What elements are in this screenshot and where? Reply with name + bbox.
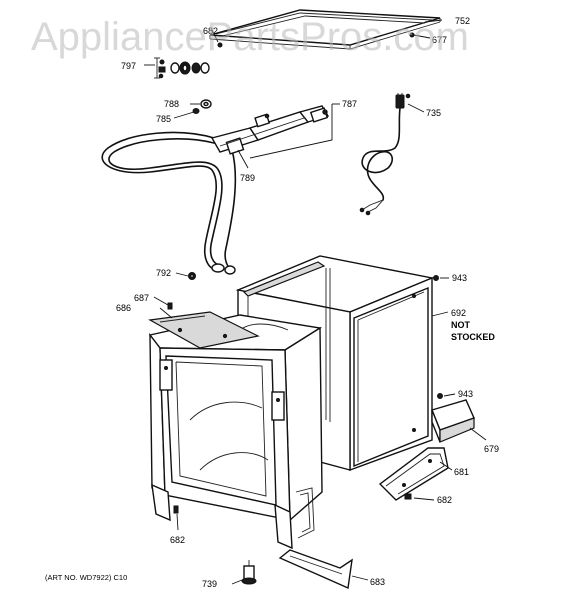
callout-943-bottom: 943 <box>458 389 473 399</box>
callout-692: 692 <box>451 308 466 318</box>
callout-797: 797 <box>121 61 136 71</box>
not-stocked-line-1: NOT <box>451 320 471 330</box>
fill-hose-manifold <box>101 105 330 275</box>
callout-682-left: 682 <box>170 535 185 545</box>
watermark: AppliancePartsPros.com <box>31 15 469 59</box>
callout-752: 752 <box>455 16 470 26</box>
nut-792 <box>188 272 196 280</box>
callout-792: 792 <box>156 268 171 278</box>
clip-943-bottom <box>437 393 443 399</box>
callout-677: 677 <box>432 35 447 45</box>
callout-735: 735 <box>426 108 441 118</box>
tub-and-frame <box>148 255 435 550</box>
callout-labels: 682 752 677 797 787 788 785 735 789 792 … <box>116 16 499 589</box>
screw-687 <box>167 302 173 310</box>
top-panel <box>209 9 441 50</box>
not-stocked-line-2: STOCKED <box>451 332 495 342</box>
bracket-679 <box>431 399 475 443</box>
callout-679: 679 <box>484 444 499 454</box>
rail-681 <box>378 447 449 501</box>
clip-943-top <box>433 275 439 281</box>
callout-682-right: 682 <box>437 495 452 505</box>
callout-943-top: 943 <box>452 273 467 283</box>
callout-686: 686 <box>116 303 131 313</box>
power-cord <box>359 93 411 216</box>
fitting-assembly <box>154 57 210 79</box>
toe-plate-683 <box>278 549 353 590</box>
leveling-leg-739 <box>241 560 257 585</box>
callout-785: 785 <box>156 114 171 124</box>
callout-787: 787 <box>342 99 357 109</box>
leader-lines <box>144 19 487 585</box>
fitting-788 <box>192 99 212 114</box>
callout-739: 739 <box>202 579 217 589</box>
art-number: (ART NO. WD7922) C10 <box>45 573 127 582</box>
callout-687: 687 <box>134 293 149 303</box>
callout-682-top: 682 <box>203 26 218 36</box>
callout-683: 683 <box>370 577 385 587</box>
callout-789: 789 <box>240 173 255 183</box>
callout-788: 788 <box>164 99 179 109</box>
callout-681: 681 <box>454 467 469 477</box>
